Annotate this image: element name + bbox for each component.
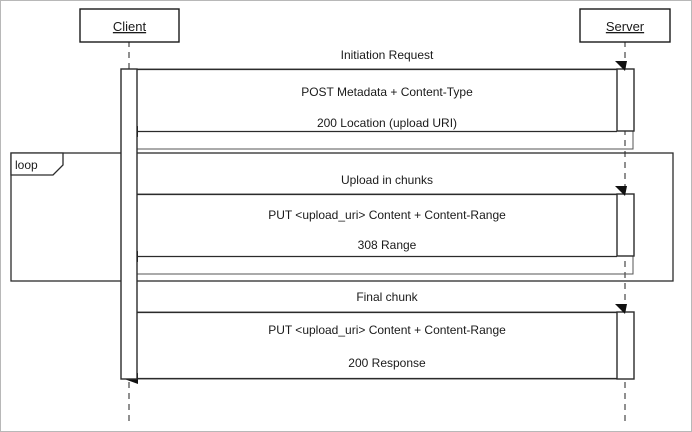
participant-label-client: Client: [113, 19, 147, 34]
message-label-200-response: 200 Response: [348, 356, 426, 370]
participant-box-server[interactable]: [579, 8, 671, 43]
loop-fragment-tab: [10, 152, 64, 176]
group-box-initiation[interactable]: [120, 68, 634, 150]
activation-bar-server-upload-chunks[interactable]: [616, 193, 635, 257]
participant-label-server: Server: [606, 19, 645, 34]
message-label-308-range: 308 Range: [358, 238, 417, 252]
message-label-post-metadata: POST Metadata + Content-Type: [301, 85, 473, 99]
message-label-put-final-chunk: PUT <upload_uri> Content + Content-Range: [268, 323, 506, 337]
activation-bar-client[interactable]: [120, 68, 138, 380]
message-arrowhead-put-chunk: [615, 186, 627, 196]
group-box-upload-chunks[interactable]: [120, 193, 634, 275]
message-label-put-chunk: PUT <upload_uri> Content + Content-Range: [268, 208, 506, 222]
message-label-200-location: 200 Location (upload URI): [317, 116, 457, 130]
group-caption-initiation: Initiation Request: [341, 48, 434, 62]
group-caption-final-chunk: Final chunk: [356, 290, 418, 304]
group-caption-upload-chunks: Upload in chunks: [341, 173, 433, 187]
activation-bar-server-final-chunk[interactable]: [616, 311, 635, 380]
loop-fragment-label: loop: [15, 158, 38, 172]
message-arrowhead-post-metadata: [615, 61, 627, 71]
loop-fragment-frame[interactable]: [10, 152, 674, 282]
participant-box-client[interactable]: [79, 8, 180, 43]
activation-bar-server-initiation[interactable]: [616, 68, 635, 132]
message-arrowhead-put-final-chunk: [615, 304, 627, 314]
